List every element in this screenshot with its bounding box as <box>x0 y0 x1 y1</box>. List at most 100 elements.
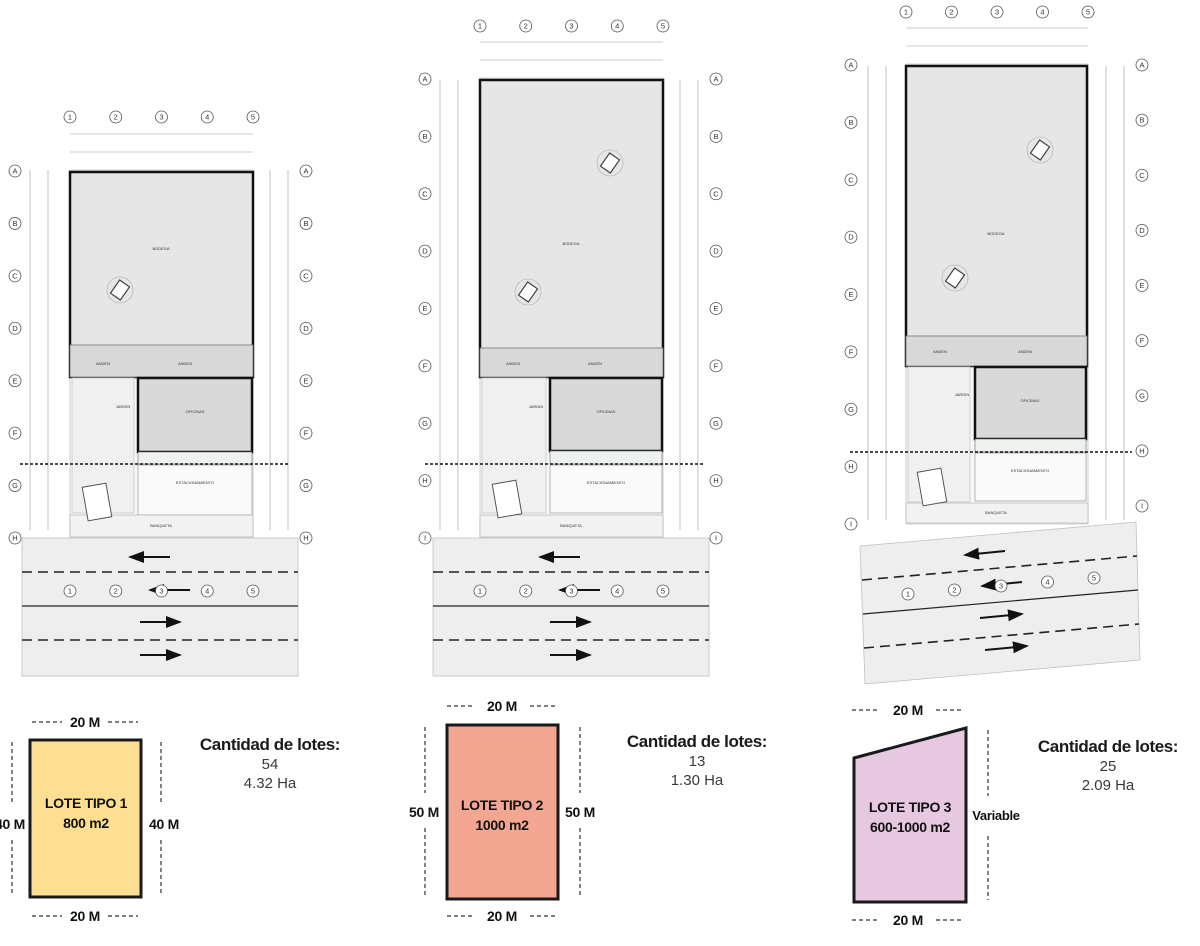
grid-axis-label: D <box>848 233 854 242</box>
grid-axis-label: H <box>303 534 308 543</box>
site-plan-3-forklift-icon <box>1026 136 1054 164</box>
site-plan-3-lane-marking <box>863 623 1140 649</box>
grid-axis-label: C <box>12 271 18 280</box>
grid-axis-label: C <box>303 271 309 280</box>
grid-axis-label: A <box>422 75 427 84</box>
grid-axis-bubble <box>418 72 432 86</box>
grid-axis-bubble <box>565 584 578 598</box>
grid-axis-bubble <box>299 374 313 388</box>
grid-axis-label: 1 <box>906 590 910 599</box>
lot-type-3-top-dim: 20 M <box>893 702 923 718</box>
grid-axis-bubble <box>899 5 913 19</box>
grid-axis-label: 1 <box>478 22 482 31</box>
grid-axis-bubble <box>709 72 723 86</box>
grid-axis-label: 3 <box>999 582 1003 591</box>
grid-axis-label: 5 <box>661 587 665 596</box>
lot-count-label: Cantidad de lotes: <box>199 735 341 754</box>
site-plan-3-lane-marking <box>862 589 1139 615</box>
grid-axis-bubble <box>1041 575 1054 589</box>
site-plan-3-forklift-icon <box>941 264 969 292</box>
lot-type-1-area: 800 m2 <box>63 815 109 831</box>
site-plan-1-sidewalk-label: BANQUETA <box>150 523 172 528</box>
grid-axis-label: B <box>713 132 718 141</box>
lot-type-3-name: LOTE TIPO 3 <box>869 799 952 815</box>
grid-axis-label: G <box>422 419 428 428</box>
grid-axis-label: A <box>848 61 853 70</box>
site-plan-3-offices-label: OFICINAS <box>1021 398 1040 403</box>
grid-axis-bubble <box>1081 5 1095 19</box>
site-plan-2-parking-label: ESTACIONAMIENTO <box>587 480 625 485</box>
grid-axis-label: 1 <box>68 113 72 122</box>
lot-type-2-right-dim: 50 M <box>565 804 595 820</box>
grid-axis-label: A <box>12 167 17 176</box>
grid-axis-label: G <box>848 405 854 414</box>
grid-axis-label: 5 <box>251 587 255 596</box>
lot-count-label: Cantidad de lotes: <box>626 732 768 751</box>
grid-axis-bubble <box>8 426 22 440</box>
grid-axis-bubble <box>109 584 123 598</box>
site-plan-1-truck-icon <box>81 482 113 522</box>
grid-axis-label: 4 <box>1040 8 1044 17</box>
grid-axis-bubble <box>519 19 533 33</box>
grid-axis-bubble <box>844 58 858 72</box>
grid-axis-bubble <box>299 479 313 492</box>
site-plan-3-platform <box>905 335 1088 367</box>
grid-axis-label: C <box>422 189 428 198</box>
grid-axis-bubble <box>63 584 77 598</box>
grid-axis-label: D <box>713 247 719 256</box>
lot-type-2-left-dim: 50 M <box>409 804 439 820</box>
grid-axis-bubble <box>155 110 168 124</box>
grid-axis-bubble <box>418 244 432 258</box>
grid-axis-label: E <box>422 304 427 313</box>
grid-axis-bubble <box>656 19 670 33</box>
grid-axis-label: 1 <box>904 8 908 17</box>
site-plan-3-warehouse-label: BODEGA <box>987 231 1004 236</box>
site-plan-1-garden-strip <box>137 451 253 465</box>
grid-axis-bubble <box>1135 279 1149 292</box>
grid-axis-bubble <box>63 110 77 124</box>
grid-axis-bubble <box>473 19 487 33</box>
site-plan-1-platform-label: ANDEN <box>178 361 192 366</box>
grid-axis-label: C <box>713 189 719 198</box>
grid-axis-label: D <box>12 324 18 333</box>
grid-axis-label: I <box>1141 502 1143 511</box>
site-plan-1-parking <box>137 464 253 516</box>
grid-axis-label: G <box>303 481 309 490</box>
grid-axis-label: H <box>12 534 17 543</box>
grid-axis-label: C <box>848 175 854 184</box>
grid-axis-bubble <box>418 416 432 430</box>
site-plan-3-traffic-arrow <box>984 641 1029 654</box>
grid-axis-label: H <box>422 476 427 485</box>
grid-axis-bubble <box>709 531 723 545</box>
grid-axis-bubble <box>844 402 858 416</box>
grid-axis-bubble <box>709 302 723 315</box>
grid-axis-label: 4 <box>615 22 619 31</box>
grid-axis-bubble <box>709 129 723 143</box>
lot-type-2-bottom-dim: 20 M <box>487 908 517 924</box>
grid-axis-label: 5 <box>1086 8 1090 17</box>
grid-axis-bubble <box>8 531 22 545</box>
grid-axis-label: G <box>1139 391 1145 400</box>
grid-axis-bubble <box>1135 444 1149 458</box>
grid-axis-label: 2 <box>524 22 528 31</box>
grid-axis-bubble <box>948 583 961 597</box>
grid-axis-label: E <box>713 304 718 313</box>
grid-axis-bubble <box>1135 389 1149 403</box>
site-plan-3-street <box>859 521 1141 685</box>
lot-type-1-stats: Cantidad de lotes: 54 4.32 Ha <box>195 735 345 793</box>
grid-axis-label: D <box>422 247 428 256</box>
grid-axis-bubble <box>610 584 624 598</box>
grid-axis-label: E <box>1139 281 1144 290</box>
site-plan-2-garden-label: JARDIN <box>529 404 544 409</box>
grid-axis-bubble <box>709 244 723 258</box>
grid-axis-bubble <box>299 269 313 283</box>
site-plan-3-truck-icon <box>916 467 948 507</box>
